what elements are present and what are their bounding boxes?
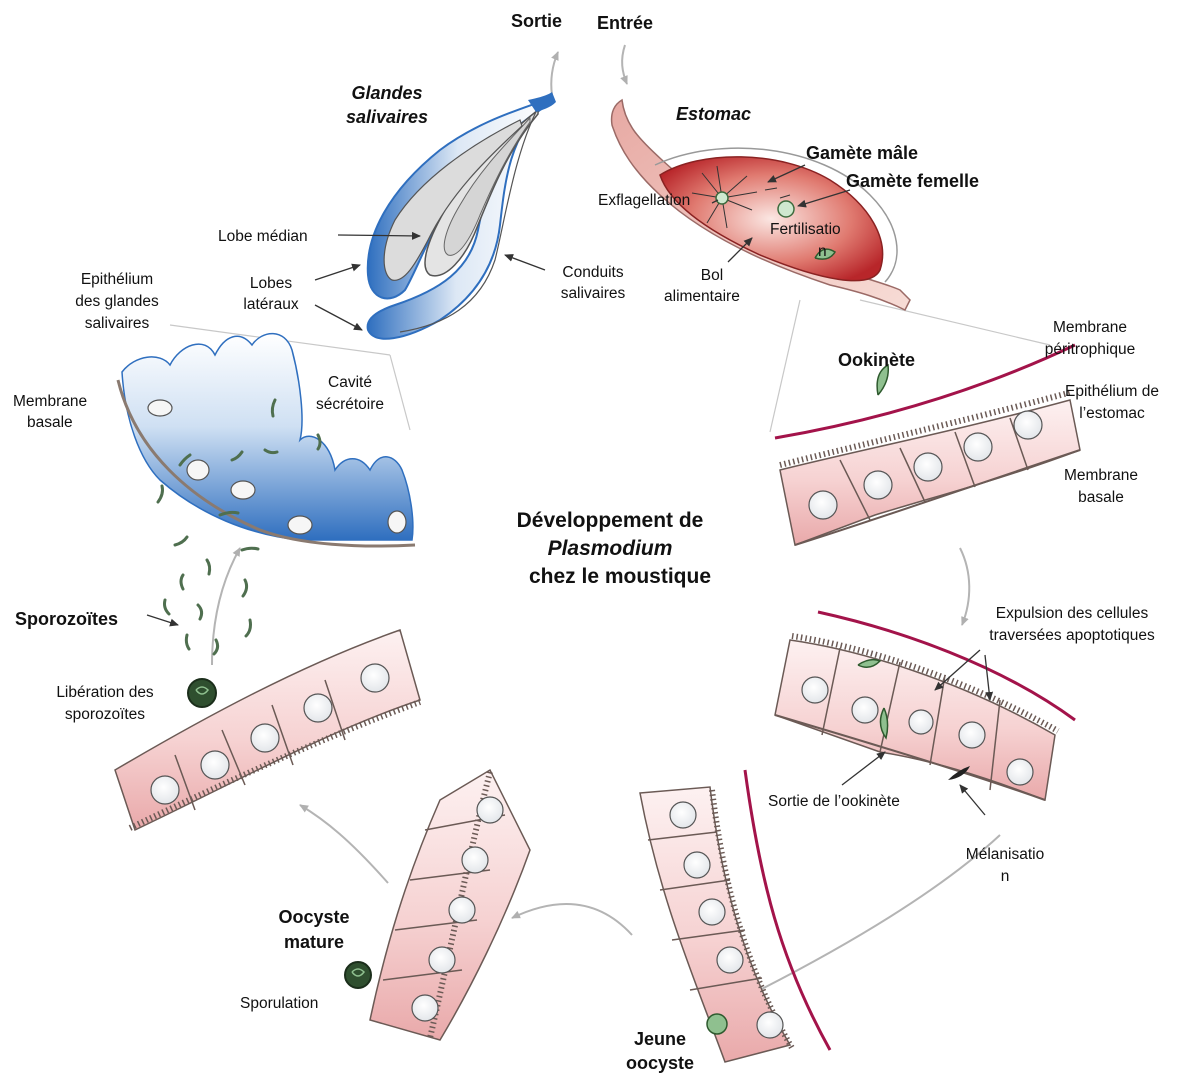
arrow-entree-icon [622, 45, 627, 84]
liberation-label-2: sporozoïtes [40, 705, 170, 725]
arrow-stomach-to-midgut-icon [960, 548, 969, 625]
cavite-label-1: Cavité [303, 373, 397, 393]
epith-estomac-label-1: Epithélium de [1052, 382, 1172, 402]
epith-estomac-label-2: l’estomac [1052, 404, 1172, 424]
epith-glandes-label-3: salivaires [64, 314, 170, 334]
cavite-label-2: sécrétoire [303, 395, 397, 415]
sortie-label: Sortie [511, 10, 562, 33]
ookinete-label: Ookinète [838, 349, 915, 372]
fertilisation-label-2: n [818, 242, 827, 262]
expulsion-label-1: Expulsion des cellules [972, 604, 1172, 624]
glandes-title-line1: Glandes [332, 82, 442, 105]
oocyste-mature-label-2: mature [262, 931, 366, 954]
male-gamete-icon [716, 192, 728, 204]
glandes-title-line2: salivaires [332, 106, 442, 129]
gamete-male-label: Gamète mâle [806, 142, 918, 165]
gamete-femelle-label: Gamète femelle [846, 170, 979, 193]
diagram-title-line2: Plasmodium [470, 535, 750, 562]
diagram-title-line1: Développement de [470, 507, 750, 534]
midgut-epithelium-top [775, 345, 1080, 545]
sporozoites-label: Sporozoïtes [15, 608, 118, 631]
melanisation-label-1: Mélanisatio [945, 845, 1065, 865]
sporulation-label: Sporulation [240, 994, 318, 1014]
bol-label-2: alimentaire [664, 287, 740, 307]
liberation-label-1: Libération des [40, 683, 170, 703]
bol-label-1: Bol [682, 266, 742, 286]
oocyste-mature-label-1: Oocyste [262, 906, 366, 929]
epith-glandes-label-1: Epithélium [64, 270, 170, 290]
sortie-ookinete-label: Sortie de l’ookinète [768, 792, 900, 812]
female-gamete-icon [778, 201, 794, 217]
conduits-label-2: salivaires [553, 284, 633, 304]
membrane-basale-gland-label-1: Membrane [13, 392, 87, 412]
fertilisation-label-1: Fertilisatio [770, 220, 841, 240]
estomac-label: Estomac [676, 103, 751, 126]
mature-oocyst-icon [345, 962, 371, 988]
diagram-title-line3: chez le moustique [480, 563, 760, 590]
lobe-median-label: Lobe médian [218, 227, 308, 247]
mature-oocyst-epithelium [345, 770, 530, 1040]
arrow-young-to-mature-icon [512, 904, 632, 935]
melanisation-label-2: n [945, 867, 1065, 887]
epith-glandes-label-2: des glandes [64, 292, 170, 312]
membrane-basale-gland-label-2: basale [27, 413, 73, 433]
arrow-mature-to-release-icon [300, 805, 388, 883]
releasing-oocyst-icon [188, 679, 216, 707]
salivary-epithelium [118, 334, 415, 546]
expulsion-label-2: traversées apoptotiques [972, 626, 1172, 646]
young-oocyst-icon [707, 1014, 727, 1034]
membrane-basale-stomach-label-2: basale [1048, 488, 1154, 508]
young-oocyst-epithelium [640, 770, 830, 1062]
entree-label: Entrée [597, 12, 653, 35]
membrane-peritrophique-label-2: péritrophique [1035, 340, 1145, 360]
conduits-label-1: Conduits [553, 263, 633, 283]
membrane-peritrophique-label-1: Membrane [1035, 318, 1145, 338]
membrane-basale-stomach-label-1: Membrane [1048, 466, 1154, 486]
arrow-sortie-icon [551, 52, 558, 95]
jeune-oocyste-label-1: Jeune [612, 1028, 708, 1051]
lobes-lateraux-label-2: latéraux [236, 295, 306, 315]
exflagellation-label: Exflagellation [598, 191, 690, 211]
lobes-lateraux-label-1: Lobes [236, 274, 306, 294]
jeune-oocyste-label-2: oocyste [612, 1052, 708, 1075]
